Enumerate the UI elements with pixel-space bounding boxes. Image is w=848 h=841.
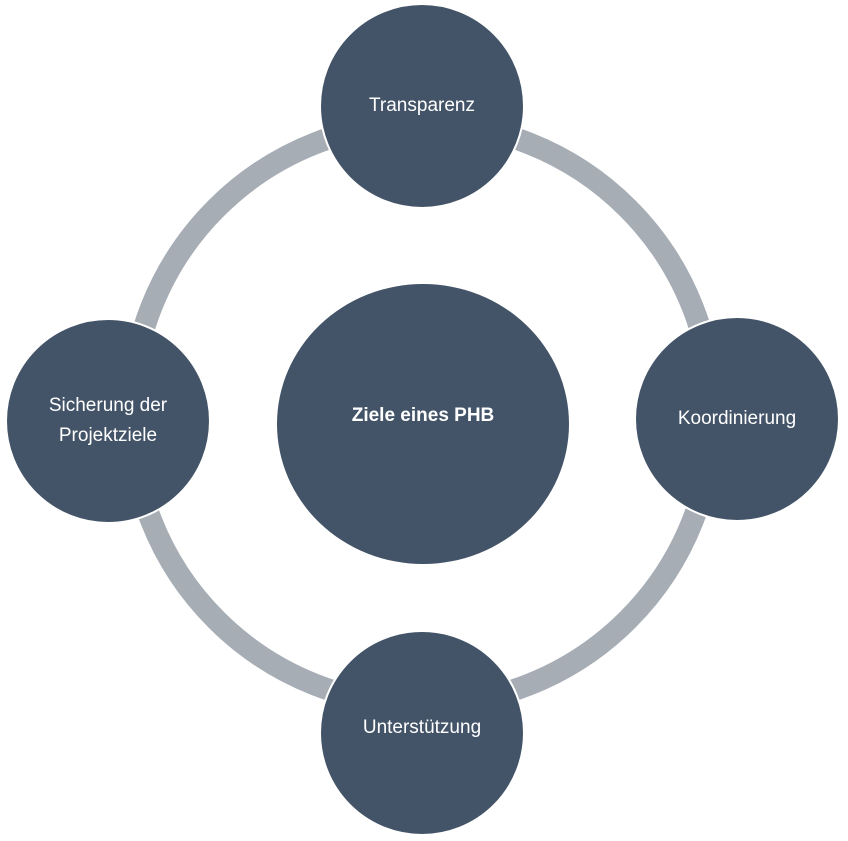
- center-node-ziele-phb: Ziele eines PHB: [275, 282, 571, 566]
- node-sicherung-projektziele-label: Sicherung der Projektziele: [48, 395, 168, 446]
- node-unterstuetzung: Unterstützung: [319, 630, 525, 836]
- node-koordinierung: Koordinierung: [634, 316, 840, 522]
- center-node-label: Ziele eines PHB: [351, 405, 495, 426]
- node-transparenz: Transparenz: [319, 3, 525, 209]
- node-koordinierung-label: Koordinierung: [677, 408, 797, 429]
- node-sicherung-projektziele: Sicherung der Projektziele: [5, 318, 211, 524]
- node-transparenz-label: Transparenz: [369, 95, 475, 116]
- node-unterstuetzung-label: Unterstützung: [362, 717, 482, 738]
